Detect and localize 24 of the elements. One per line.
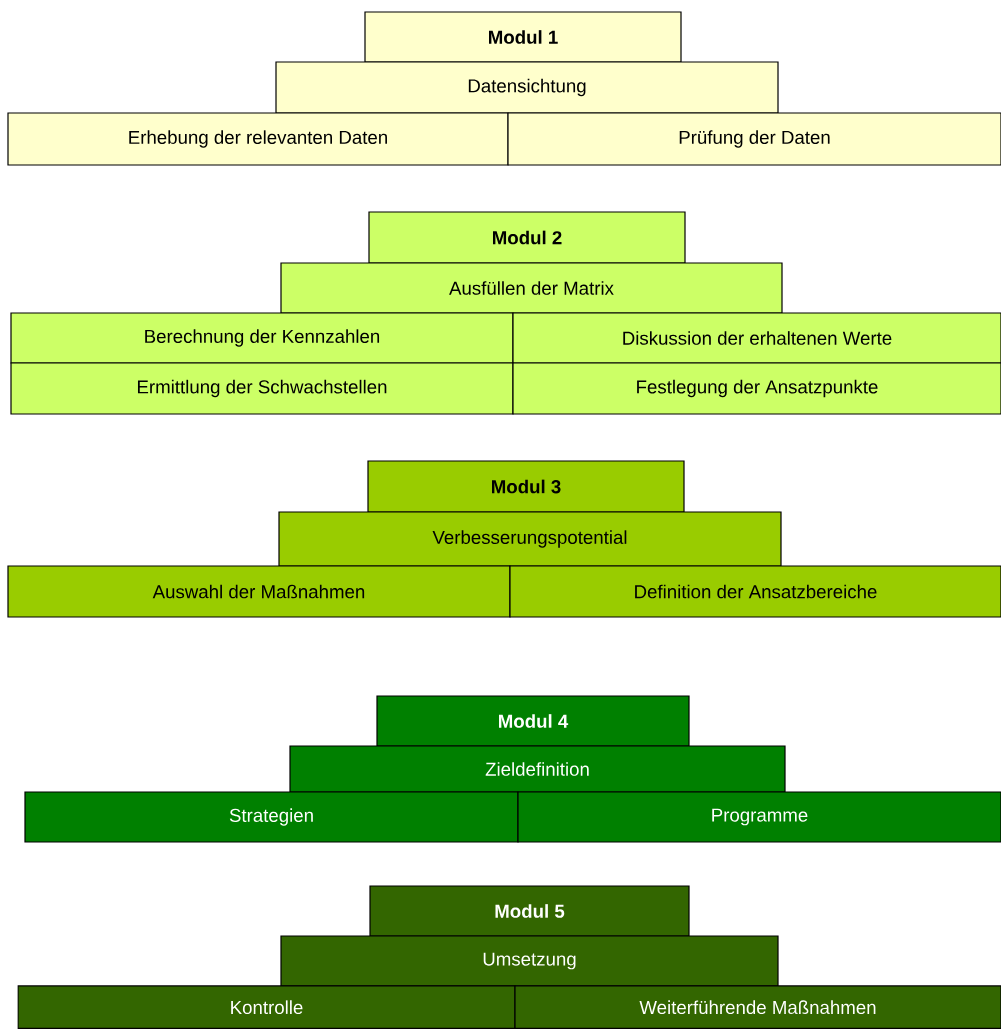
module-title-box: Modul 1 — [364, 11, 682, 63]
task-box: Erhebung der relevanten Daten — [7, 112, 509, 166]
node-label: Diskussion der erhaltenen Werte — [623, 331, 892, 345]
module-title-box: Modul 3 — [367, 460, 685, 513]
task-box: Strategien — [24, 791, 519, 843]
task-box: Auswahl der Maßnahmen — [7, 565, 511, 618]
module-title-box: Modul 4 — [376, 695, 690, 747]
task-box: Weiterführende Maßnahmen — [514, 985, 1001, 1029]
stage-box: Datensichtung — [275, 61, 779, 114]
node-label: Kontrolle — [231, 1000, 303, 1015]
task-box: Festlegung der Ansatzpunkte — [512, 362, 1001, 415]
module-title-box: Modul 2 — [368, 211, 686, 264]
stage-box: Zieldefinition — [289, 745, 786, 793]
stage-box: Umsetzung — [280, 935, 779, 987]
task-box: Berechnung der Kennzahlen — [10, 312, 514, 364]
module-title-box: Modul 5 — [369, 885, 690, 937]
task-box: Ermittlung der Schwachstellen — [10, 362, 514, 415]
stage-box: Ausfüllen der Matrix — [280, 262, 783, 314]
task-box: Definition der Ansatzbereiche — [509, 565, 1001, 618]
task-box: Prüfung der Daten — [507, 112, 1001, 166]
stage-box: Verbesserungspotential — [278, 511, 782, 567]
task-box: Diskussion der erhaltenen Werte — [512, 312, 1001, 364]
task-box: Kontrolle — [17, 985, 516, 1029]
task-box: Programme — [517, 791, 1001, 843]
